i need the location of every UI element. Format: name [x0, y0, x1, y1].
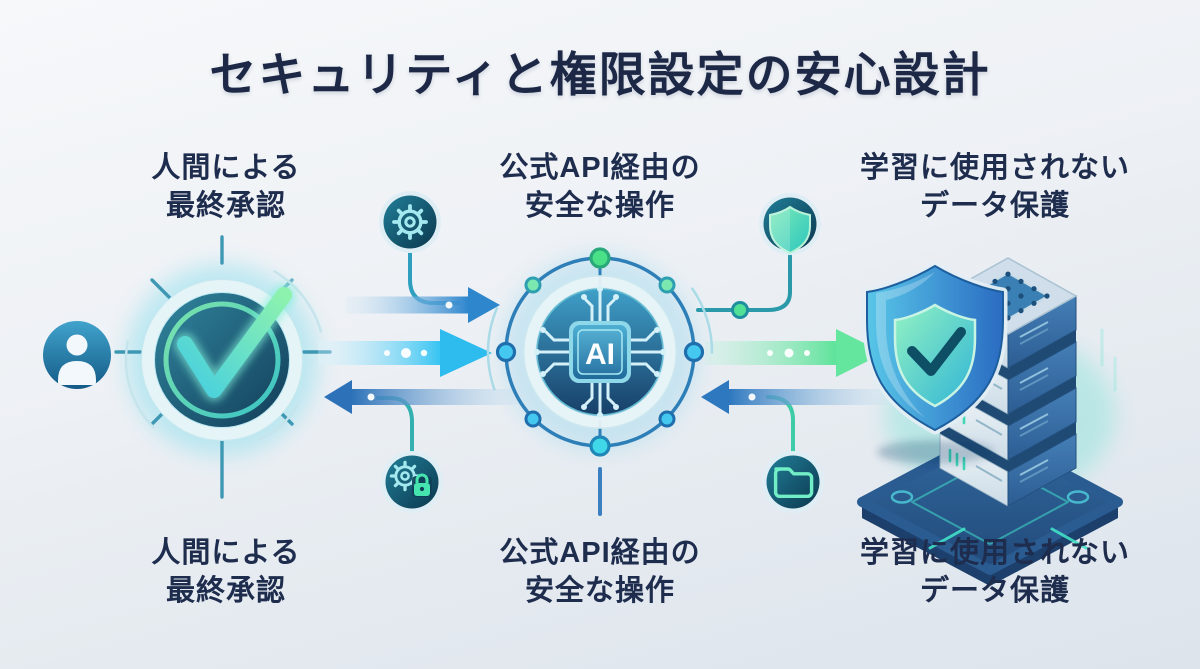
label-human-approval-top: 人間による 最終承認 — [151, 149, 300, 225]
label-line: 人間による — [151, 537, 301, 569]
label-api-safety-bottom: 公式API経由の 安全な操作 — [499, 534, 700, 610]
arrow-mid-right-cyan — [318, 329, 492, 377]
label-line: 学習に使用されない — [859, 537, 1131, 569]
user-icon — [43, 321, 111, 389]
label-line: データ保護 — [919, 575, 1071, 607]
label-line: データ保護 — [919, 190, 1071, 222]
label-api-safety-top: 公式API経由の 安全な操作 — [499, 149, 700, 225]
label-line: 安全な操作 — [524, 575, 675, 607]
label-line: 公式API経由の — [499, 537, 701, 569]
shield-icon — [769, 205, 811, 255]
label-line: 公式API経由の — [499, 152, 701, 184]
gear-lock-badge — [381, 451, 443, 513]
shield-badge — [759, 193, 821, 255]
folder-badge — [762, 451, 824, 513]
label-line: 人間による — [151, 152, 301, 184]
approval-check-icon — [141, 279, 303, 441]
ai-network: AI — [486, 238, 714, 466]
connector-node — [731, 301, 749, 319]
arrow-right-green — [705, 329, 884, 377]
label-line: 安全な操作 — [524, 190, 675, 222]
ai-decorative-arcs — [486, 238, 714, 466]
label-line: 最終承認 — [165, 575, 287, 607]
page-title: セキュリティと権限設定の安心設計 — [209, 48, 991, 101]
label-data-protection-bottom: 学習に使用されない データ保護 — [860, 534, 1130, 610]
label-line: 学習に使用されない — [859, 152, 1131, 184]
ai-chip-label: AI — [585, 338, 615, 371]
check-circle-arcs — [117, 255, 327, 465]
check-mark — [177, 287, 292, 398]
arrow-top-right — [345, 287, 500, 323]
label-human-approval-bottom: 人間による 最終承認 — [151, 534, 300, 610]
gear-badge — [379, 191, 441, 253]
lock-icon — [412, 473, 432, 497]
arrow-left-blue — [324, 380, 522, 414]
folder-icon — [773, 467, 814, 498]
network-nodes — [495, 247, 705, 457]
label-data-protection-top: 学習に使用されない データ保護 — [860, 149, 1130, 225]
security-shield-icon — [862, 261, 1008, 464]
label-line: 最終承認 — [165, 190, 287, 222]
shield-check-mark — [907, 327, 966, 376]
ai-chip-icon: AI — [534, 286, 666, 418]
arrow-left-blue-right-section — [701, 380, 900, 414]
